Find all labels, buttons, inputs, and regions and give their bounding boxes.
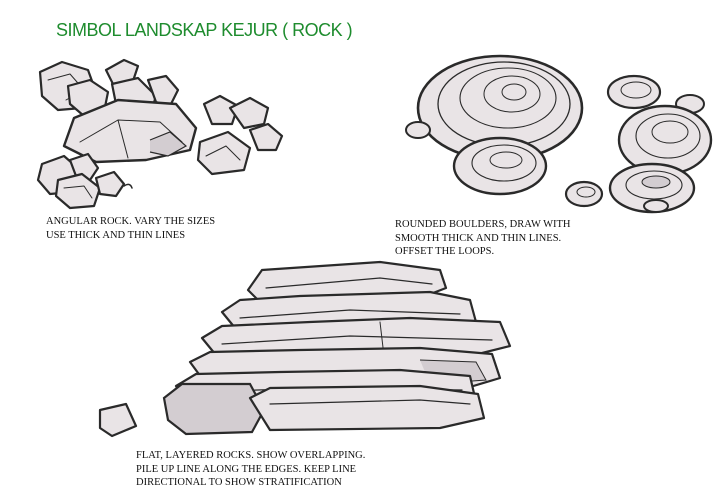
caption-line: FLAT, LAYERED ROCKS. SHOW OVERLAPPING. [136, 450, 366, 461]
angular-rock-caption: ANGULAR ROCK. VARY THE SIZES USE THICK A… [46, 215, 215, 242]
layered-rocks-caption: FLAT, LAYERED ROCKS. SHOW OVERLAPPING. P… [136, 449, 365, 490]
layered-rock-stack [98, 260, 512, 438]
caption-line: ANGULAR ROCK. VARY THE SIZES [46, 216, 216, 227]
caption-line: USE THICK AND THIN LINES [46, 229, 186, 241]
caption-line: DIRECTIONAL TO SHOW STRATIFICATION [136, 477, 342, 488]
caption-line: PILE UP LINE ALONG THE EDGES. KEEP LINE [136, 463, 357, 475]
rounded-boulder-cluster [405, 54, 713, 214]
rounded-boulders-caption: ROUNDED BOULDERS, DRAW WITH SMOOTH THICK… [395, 218, 571, 259]
caption-line: OFFSET THE LOOPS. [395, 246, 495, 257]
angular-rock-cluster [36, 58, 284, 210]
page-title: SIMBOL LANDSKAP KEJUR ( ROCK ) [56, 20, 353, 40]
caption-line: ROUNDED BOULDERS, DRAW WITH [395, 219, 571, 230]
caption-line: SMOOTH THICK AND THIN LINES. [395, 232, 562, 244]
